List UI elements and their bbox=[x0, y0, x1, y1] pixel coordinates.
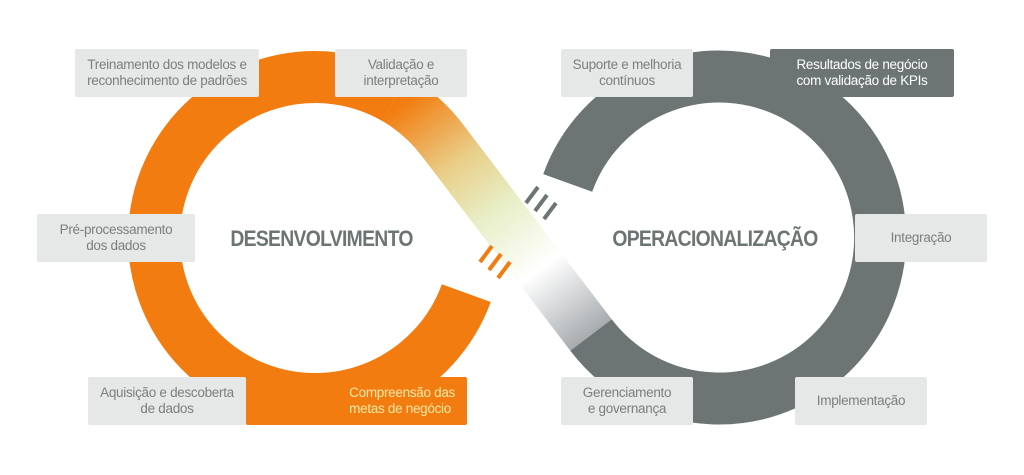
step-business-results: Resultados de negócio com validação de K… bbox=[770, 49, 954, 97]
step-label: Aquisição e descoberta de dados bbox=[100, 385, 234, 416]
orange-gap-marks bbox=[478, 244, 512, 280]
step-implementation: Implementação bbox=[795, 377, 927, 425]
grey-gap-marks bbox=[524, 185, 558, 221]
step-data-acquisition: Aquisição e descoberta de dados bbox=[88, 377, 246, 425]
step-validation: Validação e interpretação bbox=[335, 49, 467, 97]
step-label: Pré-processamento dos dados bbox=[59, 222, 173, 253]
step-label: Treinamento dos modelos e reconhecimento… bbox=[87, 57, 247, 88]
step-label: Gerenciamento e governança bbox=[582, 385, 672, 416]
crossing-band bbox=[381, 76, 612, 351]
step-label: Integração bbox=[890, 230, 952, 245]
step-label: Implementação bbox=[816, 393, 906, 408]
step-model-training: Treinamento dos modelos e reconhecimento… bbox=[75, 49, 259, 97]
operations-title: OPERACIONALIZAÇÃO bbox=[612, 226, 818, 251]
step-preprocessing: Pré-processamento dos dados bbox=[37, 214, 195, 262]
step-governance: Gerenciamento e governança bbox=[561, 377, 693, 425]
step-label: Resultados de negócio com validação de K… bbox=[796, 57, 928, 88]
step-support: Suporte e melhoria contínuos bbox=[561, 49, 693, 97]
step-business-goals: Compreensão das metas de negócio bbox=[246, 377, 467, 425]
step-label: Validação e interpretação bbox=[363, 57, 439, 88]
step-label: Compreensão das metas de negócio bbox=[349, 385, 455, 416]
step-integration: Integração bbox=[855, 214, 987, 262]
step-label: Suporte e melhoria contínuos bbox=[572, 57, 682, 88]
development-title: DESENVOLVIMENTO bbox=[230, 226, 413, 251]
